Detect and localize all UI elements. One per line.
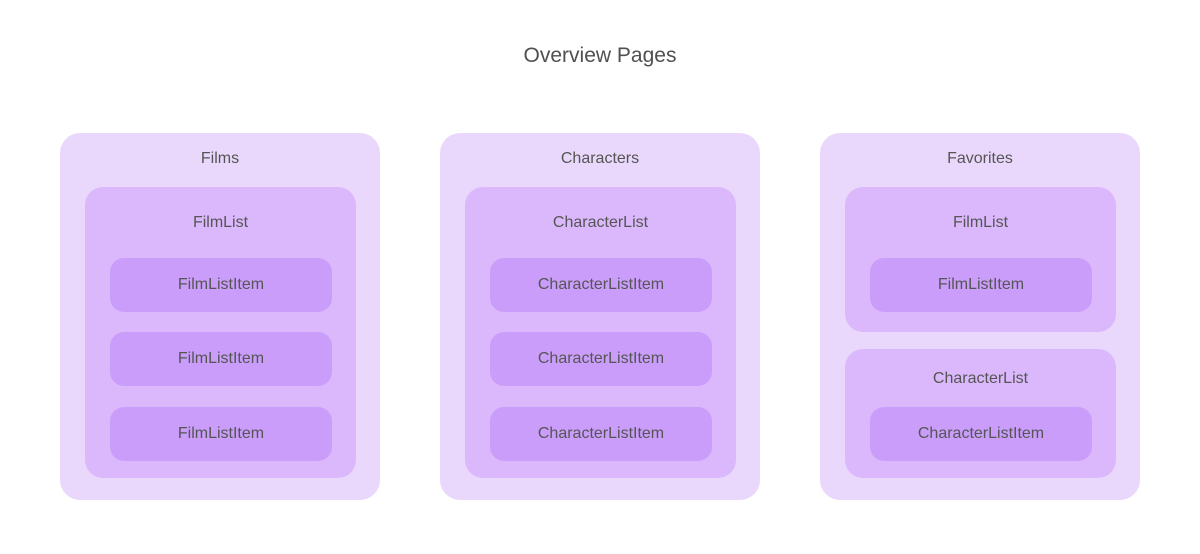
favorites-filmlist: FilmList FilmListItem [845, 187, 1116, 332]
diagram-title: Overview Pages [523, 44, 677, 67]
page-label-characters: Characters [560, 150, 640, 167]
page-label-favorites: Favorites [947, 150, 1013, 167]
page-films: Films FilmList FilmListItem FilmListItem… [60, 133, 380, 500]
favorites-characterlistitem: CharacterListItem [870, 407, 1092, 461]
favorites-filmlist-label: FilmList [952, 214, 1009, 231]
favorites-characterlist: CharacterList CharacterListItem [845, 349, 1116, 478]
films-filmlistitem-1: FilmListItem [110, 258, 332, 312]
page-characters: Characters CharacterList CharacterListIt… [440, 133, 760, 500]
films-filmlist-label: FilmList [192, 214, 249, 231]
characters-characterlist: CharacterList CharacterListItem Characte… [465, 187, 736, 478]
films-filmlistitem-3: FilmListItem [110, 407, 332, 461]
characters-characterlistitem-3: CharacterListItem [490, 407, 712, 461]
films-filmlistitem-2: FilmListItem [110, 332, 332, 386]
page-favorites: Favorites FilmList FilmListItem Characte… [820, 133, 1140, 500]
page-label-films: Films [200, 150, 240, 167]
characters-characterlistitem-1: CharacterListItem [490, 258, 712, 312]
favorites-filmlistitem: FilmListItem [870, 258, 1092, 312]
favorites-characterlist-label: CharacterList [932, 370, 1029, 387]
characters-characterlistitem-2: CharacterListItem [490, 332, 712, 386]
films-filmlist: FilmList FilmListItem FilmListItem FilmL… [85, 187, 356, 478]
characters-characterlist-label: CharacterList [552, 214, 649, 231]
